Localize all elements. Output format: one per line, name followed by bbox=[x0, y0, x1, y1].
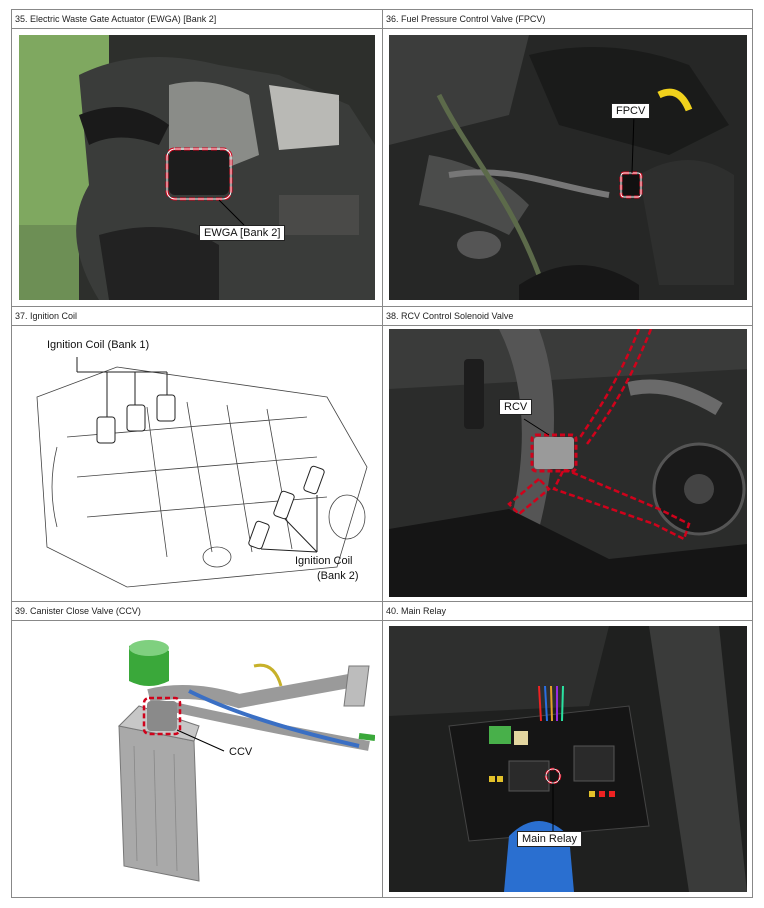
cell-title: 38. RCV Control Solenoid Valve bbox=[383, 307, 753, 326]
ignition-coil-bank1-label: Ignition Coil (Bank 1) bbox=[47, 339, 150, 351]
fpcv-callout-label: FPCV bbox=[611, 103, 651, 119]
table-column-divider bbox=[382, 10, 383, 897]
rcv-callout-label: RCV bbox=[499, 399, 533, 415]
cell-title: 35. Electric Waste Gate Actuator (EWGA) … bbox=[12, 10, 382, 29]
fpcv-photo: FPCV bbox=[389, 35, 747, 300]
cell-title: 36. Fuel Pressure Control Valve (FPCV) bbox=[383, 10, 753, 29]
cell-ewga: 35. Electric Waste Gate Actuator (EWGA) … bbox=[12, 10, 382, 306]
ccv-callout-label: CCV bbox=[229, 746, 253, 758]
cell-main-relay: 40. Main Relay bbox=[383, 602, 753, 898]
cell-fpcv: 36. Fuel Pressure Control Valve (FPCV) F… bbox=[383, 10, 753, 306]
main-relay-callout-label: Main Relay bbox=[517, 831, 583, 847]
rcv-photo: RCV bbox=[389, 329, 747, 597]
cell-title: 40. Main Relay bbox=[383, 602, 753, 621]
cell-title: 39. Canister Close Valve (CCV) bbox=[12, 602, 382, 621]
cell-ccv: 39. Canister Close Valve (CCV) bbox=[12, 602, 382, 898]
cell-ignition-coil: 37. Ignition Coil bbox=[12, 307, 382, 601]
ignition-coil-bank2-label-line2: (Bank 2) bbox=[317, 570, 359, 582]
main-relay-photo: Main Relay bbox=[389, 626, 747, 892]
table-row-divider bbox=[12, 601, 752, 602]
cell-title: 37. Ignition Coil bbox=[12, 307, 382, 326]
component-table: 35. Electric Waste Gate Actuator (EWGA) … bbox=[11, 9, 753, 898]
ccv-diagram: CCV bbox=[19, 626, 375, 892]
ignition-coil-bank2-label-line1: Ignition Coil bbox=[295, 555, 353, 567]
ignition-coil-diagram: Ignition Coil (Bank 1) Ignition Coil (Ba… bbox=[27, 327, 377, 597]
ewga-photo: EWGA [Bank 2] bbox=[19, 35, 375, 300]
table-row-divider bbox=[12, 306, 752, 307]
ewga-callout-label: EWGA [Bank 2] bbox=[199, 225, 286, 241]
cell-rcv: 38. RCV Control Solenoid Valve RCV bbox=[383, 307, 753, 601]
